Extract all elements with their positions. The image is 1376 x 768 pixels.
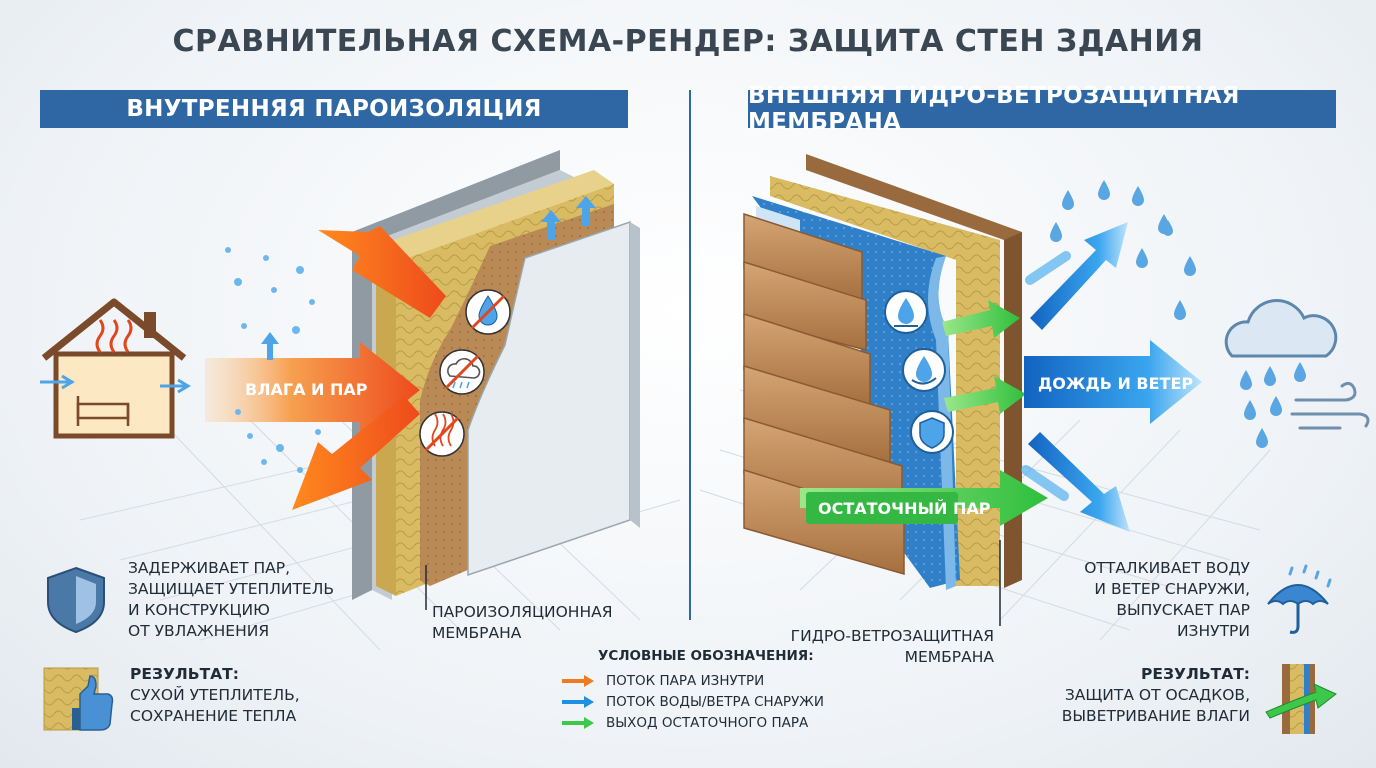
- residual-vapor-label: ОСТАТОЧНЫЙ ПАР: [818, 499, 991, 518]
- right-caption-line: ИЗНУТРИ: [1176, 622, 1250, 640]
- residual-vapor-arrows: ОСТАТОЧНЫЙ ПАР: [800, 300, 1048, 526]
- blue-arrow-icon: [562, 695, 594, 708]
- vapor-arrow-main: ВЛАГА И ПАР: [205, 342, 420, 438]
- legend: УСЛОВНЫЕ ОБОЗНАЧЕНИЯ: ПОТОК ПАРА ИЗНУТРИ…: [560, 648, 824, 733]
- left-caption: ЗАДЕРЖИВАЕТ ПАР, ЗАЩИЩАЕТ УТЕПЛИТЕЛЬ И К…: [128, 558, 334, 642]
- water-wind-arrow-main: ДОЖДЬ И ВЕТЕР: [1024, 340, 1202, 424]
- house-icon: [40, 298, 191, 439]
- legend-item-label: ВЫХОД ОСТАТОЧНОГО ПАРА: [606, 714, 809, 731]
- shield-icon: [47, 566, 105, 634]
- drop-wind-icon: [902, 348, 946, 392]
- right-membrane-line: МЕМБРАНА: [904, 648, 994, 666]
- right-result-line: ЗАЩИТА ОТ ОСАДКОВ,: [1064, 686, 1250, 704]
- right-membrane-label: ГИДРО-ВЕТРОЗАЩИТНАЯ МЕМБРАНА: [791, 626, 994, 668]
- right-result-title: РЕЗУЛЬТАТ:: [1141, 665, 1250, 683]
- right-caption: ОТТАЛКИВАЕТ ВОДУ И ВЕТЕР СНАРУЖИ, ВЫПУСК…: [1084, 558, 1250, 642]
- no-water-icon: [465, 289, 511, 335]
- water-wind-arrow-label: ДОЖДЬ И ВЕТЕР: [1038, 374, 1193, 393]
- right-caption-line: И ВЕТЕР СНАРУЖИ,: [1094, 580, 1250, 598]
- page-title: СРАВНИТЕЛЬНАЯ СХЕМА-РЕНДЕР: ЗАЩИТА СТЕН …: [172, 24, 1204, 59]
- left-result-line: СУХОЙ УТЕПЛИТЕЛЬ,: [130, 686, 300, 704]
- left-wall-section: [352, 150, 640, 610]
- center-divider: [689, 90, 691, 620]
- right-wall-section: [743, 154, 1022, 626]
- left-caption-line: ОТ УВЛАЖНЕНИЯ: [128, 622, 270, 640]
- right-banner: ВНЕШНЯЯ ГИДРО-ВЕТРОЗАЩИТНАЯ МЕМБРАНА: [748, 83, 1336, 135]
- legend-item-label: ПОТОК ВОДЫ/ВЕТРА СНАРУЖИ: [606, 693, 824, 710]
- shield-badge-icon: [910, 410, 954, 454]
- right-banner-text: ВНЕШНЯЯ ГИДРО-ВЕТРОЗАЩИТНАЯ МЕМБРАНА: [748, 83, 1240, 135]
- legend-item-residual: ВЫХОД ОСТАТОЧНОГО ПАРА: [560, 712, 824, 733]
- vapor-arrow-lower: [292, 396, 420, 510]
- wall-section-arrow-icon: [1265, 664, 1337, 734]
- left-caption-line: ЗАДЕРЖИВАЕТ ПАР,: [128, 559, 291, 577]
- left-banner-text: ВНУТРЕННЯЯ ПАРОИЗОЛЯЦИЯ: [126, 96, 542, 122]
- rain-cloud-icon: [1224, 299, 1370, 448]
- umbrella-icon: [1267, 564, 1332, 634]
- green-arrow-icon: [562, 716, 594, 729]
- legend-item-vapor: ПОТОК ПАРА ИЗНУТРИ: [560, 670, 824, 691]
- left-membrane-line: МЕМБРАНА: [432, 624, 522, 642]
- water-wind-arrow-upper: [1030, 222, 1128, 330]
- orange-arrow-icon: [562, 674, 594, 687]
- no-steam-icon: [419, 411, 465, 457]
- legend-item-label: ПОТОК ПАРА ИЗНУТРИ: [606, 672, 765, 689]
- right-caption-line: ОТТАЛКИВАЕТ ВОДУ: [1084, 559, 1250, 577]
- left-result-line: СОХРАНЕНИЕ ТЕПЛА: [130, 707, 297, 725]
- vapor-arrow-upper: [318, 226, 446, 318]
- right-caption-line: ВЫПУСКАЕТ ПАР: [1116, 601, 1250, 619]
- insulation-thumbs-up-icon: [43, 667, 114, 731]
- legend-title: УСЛОВНЫЕ ОБОЗНАЧЕНИЯ:: [598, 648, 814, 664]
- left-caption-line: ЗАЩИЩАЕТ УТЕПЛИТЕЛЬ: [128, 580, 334, 598]
- water-wind-arrow-lower: [1028, 432, 1130, 532]
- left-result: РЕЗУЛЬТАТ: СУХОЙ УТЕПЛИТЕЛЬ, СОХРАНЕНИЕ …: [130, 664, 300, 727]
- right-result: РЕЗУЛЬТАТ: ЗАЩИТА ОТ ОСАДКОВ, ВЫВЕТРИВАН…: [1062, 664, 1250, 727]
- left-result-title: РЕЗУЛЬТАТ:: [130, 665, 239, 683]
- legend-item-water: ПОТОК ВОДЫ/ВЕТРА СНАРУЖИ: [560, 691, 824, 712]
- vapor-arrow-label: ВЛАГА И ПАР: [245, 380, 368, 399]
- right-membrane-line: ГИДРО-ВЕТРОЗАЩИТНАЯ: [790, 627, 994, 645]
- no-cloud-icon: [439, 349, 485, 395]
- water-drop-surface-icon: [884, 290, 928, 334]
- left-membrane-label: ПАРОИЗОЛЯЦИОННАЯ МЕМБРАНА: [432, 602, 612, 644]
- left-caption-line: И КОНСТРУКЦИЮ: [128, 601, 270, 619]
- right-result-line: ВЫВЕТРИВАНИЕ ВЛАГИ: [1061, 707, 1250, 725]
- rain-drops: [1050, 180, 1196, 320]
- left-membrane-line: ПАРОИЗОЛЯЦИОННАЯ: [432, 603, 613, 621]
- left-banner: ВНУТРЕННЯЯ ПАРОИЗОЛЯЦИЯ: [40, 90, 628, 128]
